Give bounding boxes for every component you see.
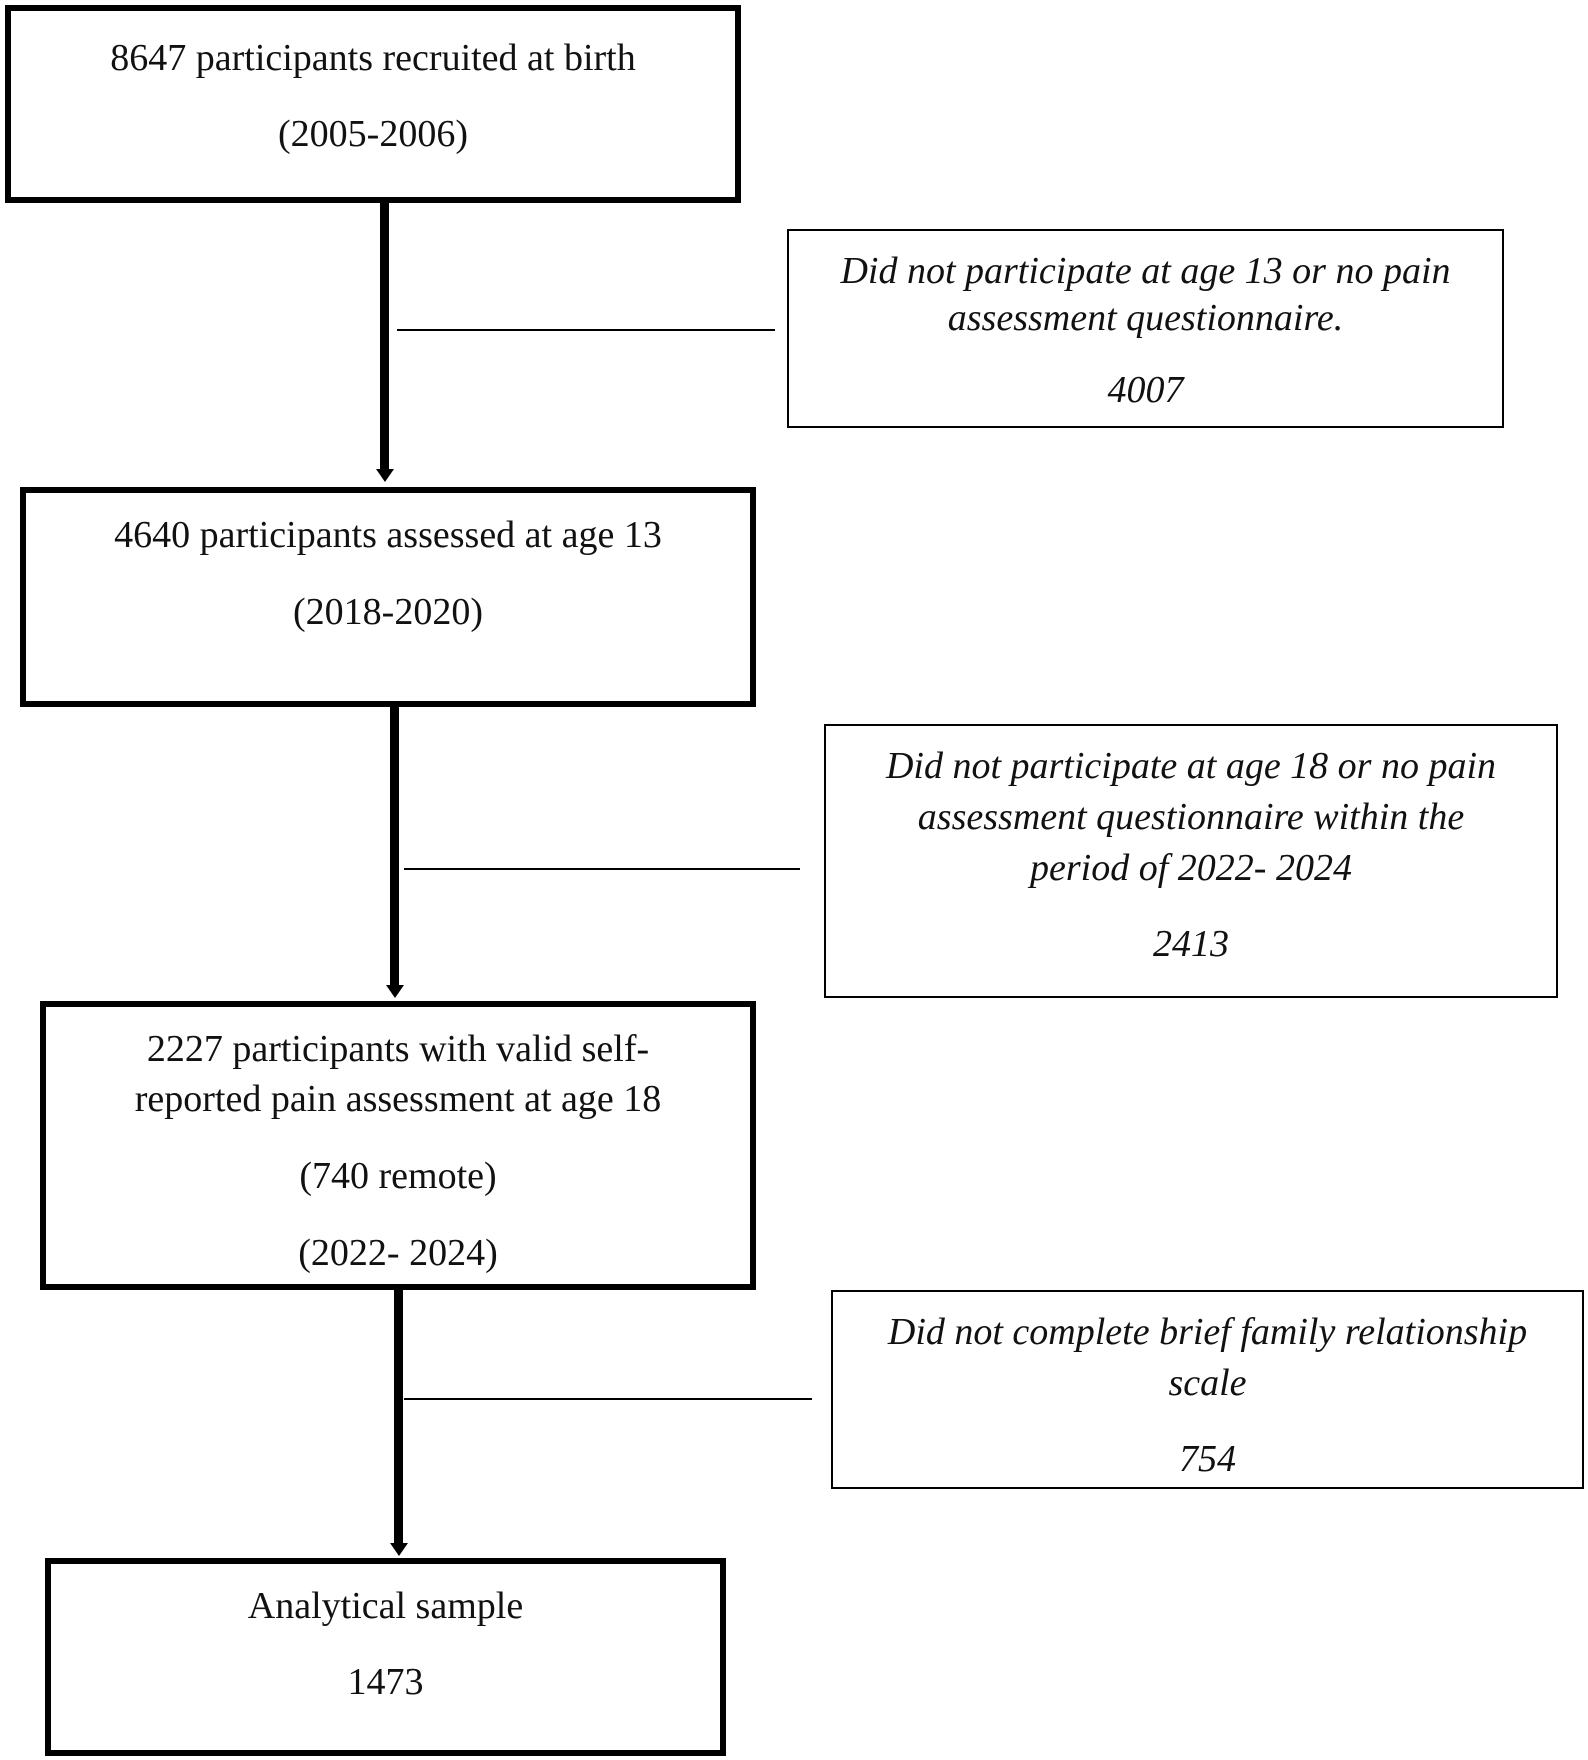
exclusion-connector-2 [404, 868, 800, 870]
box-text: (740 remote) [299, 1155, 497, 1197]
flow-connector-3 [394, 1287, 403, 1544]
excluded-age-13-box: Did not participate at age 13 or no pain… [787, 229, 1504, 428]
excluded-age-18-box: Did not participate at age 18 or no pain… [824, 724, 1558, 998]
assessed-age-13-box: 4640 participants assessed at age 13 (20… [20, 487, 756, 707]
flow-connector-1 [380, 200, 389, 470]
box-text: 8647 participants recruited at birth [110, 37, 636, 79]
box-text: period of 2022- 2024 [1030, 847, 1352, 889]
flow-arrowhead-1 [376, 469, 394, 482]
box-text: 2413 [1153, 923, 1229, 965]
box-text: 1473 [347, 1661, 424, 1703]
excluded-family-scale-box: Did not complete brief family relationsh… [831, 1290, 1584, 1489]
box-text: (2018-2020) [293, 591, 483, 633]
box-text: Did not participate at age 18 or no pain [885, 745, 1497, 787]
box-text: 4640 participants assessed at age 13 [114, 514, 662, 556]
flow-connector-2 [390, 704, 399, 986]
recruited-at-birth-box: 8647 participants recruited at birth (20… [5, 5, 741, 203]
box-text: Did not participate at age 13 or no pain [840, 250, 1451, 292]
flow-arrowhead-3 [390, 1543, 408, 1556]
box-text: (2005-2006) [278, 113, 468, 155]
exclusion-connector-1 [397, 329, 775, 331]
box-text: Analytical sample [247, 1585, 524, 1627]
box-text: 2227 participants with valid self- [146, 1028, 650, 1070]
box-text: (2022- 2024) [298, 1232, 498, 1274]
flow-arrowhead-2 [386, 985, 404, 998]
analytical-sample-box: Analytical sample 1473 [45, 1558, 726, 1756]
exclusion-connector-3 [404, 1398, 812, 1400]
box-text: 754 [1179, 1438, 1236, 1480]
box-text: reported pain assessment at age 18 [134, 1078, 662, 1120]
box-text: 4007 [1107, 369, 1184, 411]
box-text: scale [1168, 1362, 1247, 1404]
box-text: assessment questionnaire within the [917, 796, 1465, 838]
box-text: Did not complete brief family relationsh… [887, 1311, 1528, 1353]
valid-pain-assessment-age-18-box: 2227 participants with valid self- repor… [40, 1001, 756, 1290]
box-text: assessment questionnaire. [947, 297, 1344, 339]
